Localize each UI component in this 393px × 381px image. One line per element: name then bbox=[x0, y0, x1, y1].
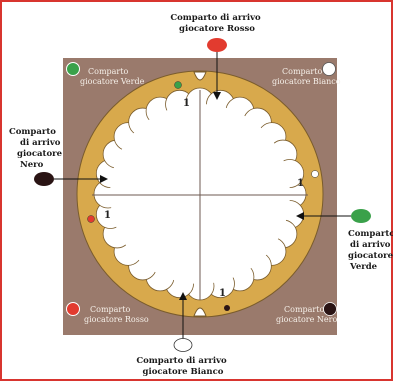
space-number-top: 1 bbox=[183, 98, 190, 109]
red-pawn bbox=[87, 215, 95, 223]
space-number-bottom: 1 bbox=[219, 288, 226, 299]
space-number-left: 1 bbox=[104, 210, 111, 221]
green-arrival-token bbox=[351, 209, 371, 223]
label-arrivo-verde: Comparto di arrivo giocatore Verde bbox=[348, 229, 393, 272]
arrowhead-verde bbox=[296, 212, 304, 220]
label-giocatore-verde: Comparto giocatore Verde bbox=[80, 67, 145, 86]
black-corner-token bbox=[323, 302, 337, 316]
label-arrivo-bianco: Comparto di arrivo giocatore Bianco bbox=[136, 356, 229, 377]
label-arrivo-nero: Comparto di arrivo giocatore Nero bbox=[9, 127, 65, 170]
green-corner-token bbox=[66, 62, 80, 76]
arrowhead-bianco bbox=[179, 292, 187, 300]
white-arrival-token bbox=[173, 338, 193, 352]
red-arrival-token bbox=[207, 38, 227, 52]
black-pawn bbox=[224, 305, 230, 311]
red-corner-token bbox=[66, 302, 80, 316]
white-corner-token bbox=[322, 62, 336, 76]
black-arrival-token bbox=[34, 172, 54, 186]
arrival-notches bbox=[193, 71, 207, 317]
label-giocatore-nero: Comparto giocatore Nero bbox=[276, 305, 337, 324]
green-pawn bbox=[174, 81, 182, 89]
space-number-right: 1 bbox=[297, 178, 304, 189]
arrowhead-rosso bbox=[213, 92, 221, 100]
label-arrivo-rosso: Comparto di arrivo giocatore Rosso bbox=[170, 13, 263, 34]
arrowhead-nero bbox=[100, 175, 108, 183]
label-giocatore-bianco: Comparto giocatore Bianco bbox=[272, 67, 341, 86]
white-pawn bbox=[311, 170, 319, 178]
label-giocatore-rosso: Comparto giocatore Rosso bbox=[84, 305, 149, 324]
